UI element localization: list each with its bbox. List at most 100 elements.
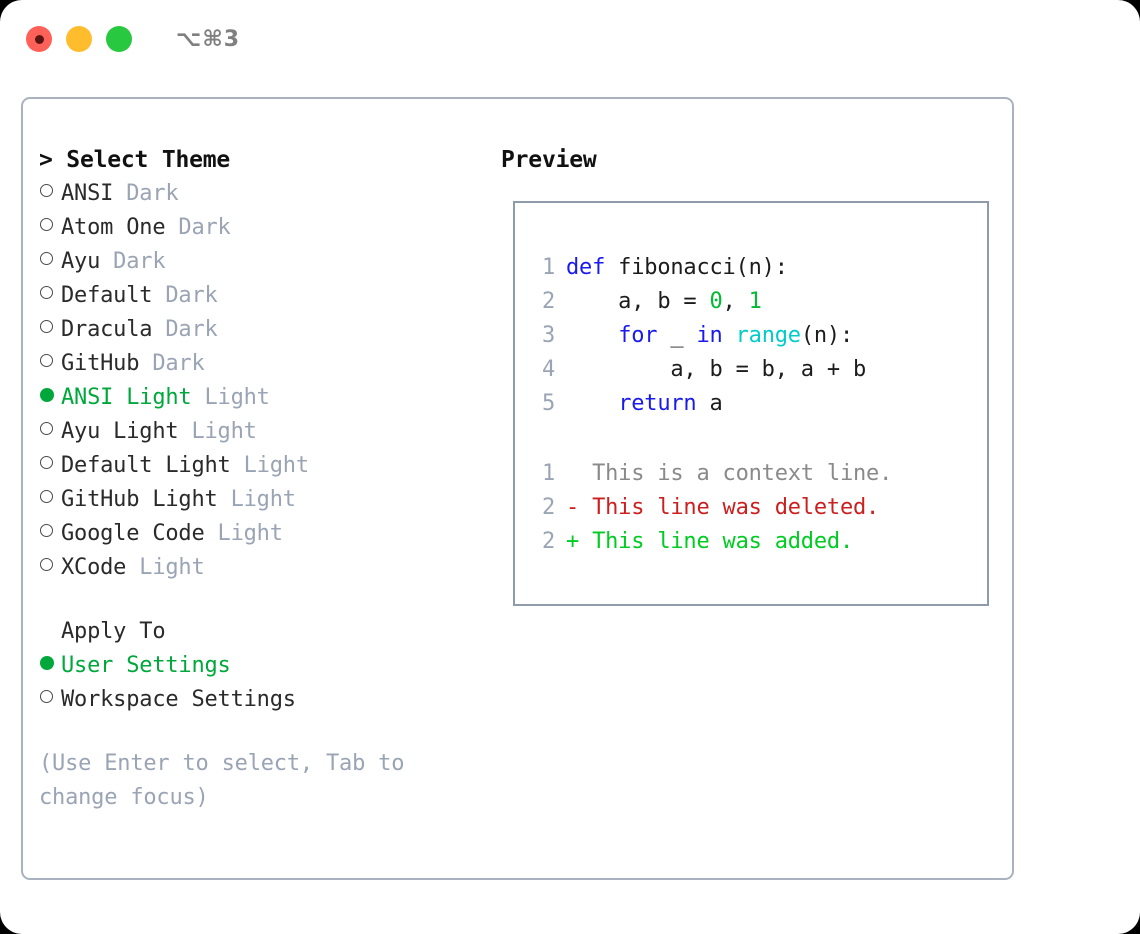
theme-option-label: GitHub — [61, 351, 140, 376]
code-line-content: for _ in range(n): — [566, 319, 853, 353]
code-token: 0 — [709, 289, 723, 314]
minimize-button[interactable] — [66, 26, 92, 52]
diff-line: 2 - This line was deleted. — [527, 491, 979, 525]
theme-option-label: ANSI Light — [61, 385, 192, 410]
select-theme-heading: > Select Theme — [39, 147, 231, 173]
code-line-content: a, b = 0, 1 — [566, 285, 762, 319]
apply-to-option-user-settings[interactable]: User Settings — [39, 649, 489, 683]
radio-mark — [40, 320, 53, 333]
theme-option-label: Default — [61, 283, 153, 308]
theme-option-variant: Light — [230, 453, 309, 478]
theme-option-variant: Dark — [165, 215, 231, 240]
theme-option-label: Atom One — [61, 215, 166, 240]
radio-mark — [40, 656, 54, 670]
code-token: a — [696, 391, 723, 416]
theme-option-variant: Dark — [100, 249, 166, 274]
radio-mark — [40, 524, 53, 537]
apply-to-option-label: Workspace Settings — [61, 687, 296, 712]
line-number: 5 — [541, 391, 555, 416]
radio-mark — [40, 218, 53, 231]
apply-to-option-workspace-settings[interactable]: Workspace Settings — [39, 683, 489, 717]
theme-option-label: ANSI — [61, 181, 114, 206]
line-number: 4 — [541, 357, 555, 382]
diff-sample: 1 This is a context line. 2 - This line wa… — [527, 457, 979, 559]
radio-mark — [40, 184, 53, 197]
diff-line-content: - This line was deleted. — [566, 495, 880, 520]
code-token: a, b = — [566, 289, 710, 314]
radio-mark — [40, 286, 53, 299]
theme-option-default-light[interactable]: Default Light Light — [39, 449, 489, 483]
theme-option-label: Default Light — [61, 453, 231, 478]
theme-option-label: Ayu Light — [61, 419, 179, 444]
code-line: 2 a, b = 0, 1 — [527, 285, 979, 319]
theme-option-ansi[interactable]: ANSI Dark — [39, 177, 489, 211]
line-number: 2 — [541, 529, 555, 554]
code-token: def — [566, 255, 606, 280]
code-token — [723, 323, 736, 348]
line-number: 3 — [541, 323, 555, 348]
keyboard-shortcut-label: ⌥⌘3 — [176, 26, 241, 52]
theme-option-ansi-light[interactable]: ANSI Light Light — [39, 381, 489, 415]
radio-mark — [40, 388, 54, 402]
radio-mark — [40, 690, 53, 703]
theme-option-variant: Dark — [152, 283, 218, 308]
code-token: _ — [657, 323, 697, 348]
code-token: fibonacci(n): — [605, 255, 788, 280]
radio-mark — [40, 252, 53, 265]
theme-option-dracula[interactable]: Dracula Dark — [39, 313, 489, 347]
title-bar: ⌥⌘3 — [0, 0, 1140, 78]
code-line: 3 for _ in range(n): — [527, 319, 979, 353]
code-token: , — [722, 289, 749, 314]
code-token — [566, 323, 618, 348]
close-button[interactable] — [26, 26, 52, 52]
theme-option-github-light[interactable]: GitHub Light Light — [39, 483, 489, 517]
theme-option-label: XCode — [61, 555, 127, 580]
diff-line: 2 + This line was added. — [527, 525, 979, 559]
code-token: (n): — [800, 323, 854, 348]
diff-line: 1 This is a context line. — [527, 457, 979, 491]
apply-to-heading: Apply To — [61, 619, 166, 644]
theme-option-variant: Light — [126, 555, 205, 580]
theme-option-variant: Light — [191, 385, 270, 410]
hint-text: (Use Enter to select, Tab to change focu… — [39, 751, 405, 810]
theme-option-variant: Light — [217, 487, 296, 512]
theme-option-ayu[interactable]: Ayu Dark — [39, 245, 489, 279]
code-line: 4 a, b = b, a + b — [527, 353, 979, 387]
code-token: 1 — [748, 289, 762, 314]
maximize-button[interactable] — [106, 26, 132, 52]
code-token: return — [618, 391, 697, 416]
preview-heading: Preview — [501, 147, 597, 173]
theme-option-label: Dracula — [61, 317, 153, 342]
code-line-content: a, b = b, a + b — [566, 353, 866, 387]
code-token: in — [696, 323, 723, 348]
theme-option-default[interactable]: Default Dark — [39, 279, 489, 313]
diff-line-content: This is a context line. — [566, 461, 893, 486]
theme-option-xcode[interactable]: XCode Light — [39, 551, 489, 585]
theme-option-label: Ayu — [61, 249, 101, 274]
theme-option-atom-one[interactable]: Atom One Dark — [39, 211, 489, 245]
theme-option-label: Google Code — [61, 521, 205, 546]
line-number: 1 — [541, 461, 555, 486]
radio-mark — [40, 354, 53, 367]
theme-option-github[interactable]: GitHub Dark — [39, 347, 489, 381]
diff-line-content: + This line was added. — [566, 529, 853, 554]
theme-option-variant: Light — [178, 419, 257, 444]
theme-option-google-code[interactable]: Google Code Light — [39, 517, 489, 551]
code-token: a, b = b, a + b — [566, 357, 867, 382]
radio-mark — [40, 422, 53, 435]
apply-to-option-label: User Settings — [61, 653, 231, 678]
code-line-content: return a — [566, 387, 723, 421]
theme-option-ayu-light[interactable]: Ayu Light Light — [39, 415, 489, 449]
radio-mark — [40, 490, 53, 503]
radio-mark — [40, 456, 53, 469]
theme-option-variant: Dark — [113, 181, 179, 206]
line-number: 2 — [541, 495, 555, 520]
